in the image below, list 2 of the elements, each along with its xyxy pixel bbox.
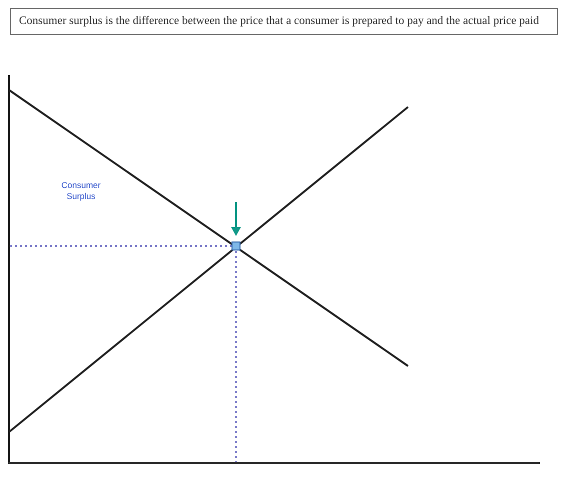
definition-text: Consumer surplus is the difference between the price that a consumer is prepared to pay and the actual price paid [10,8,558,35]
area-label: Consumer Surplus [60,180,102,202]
